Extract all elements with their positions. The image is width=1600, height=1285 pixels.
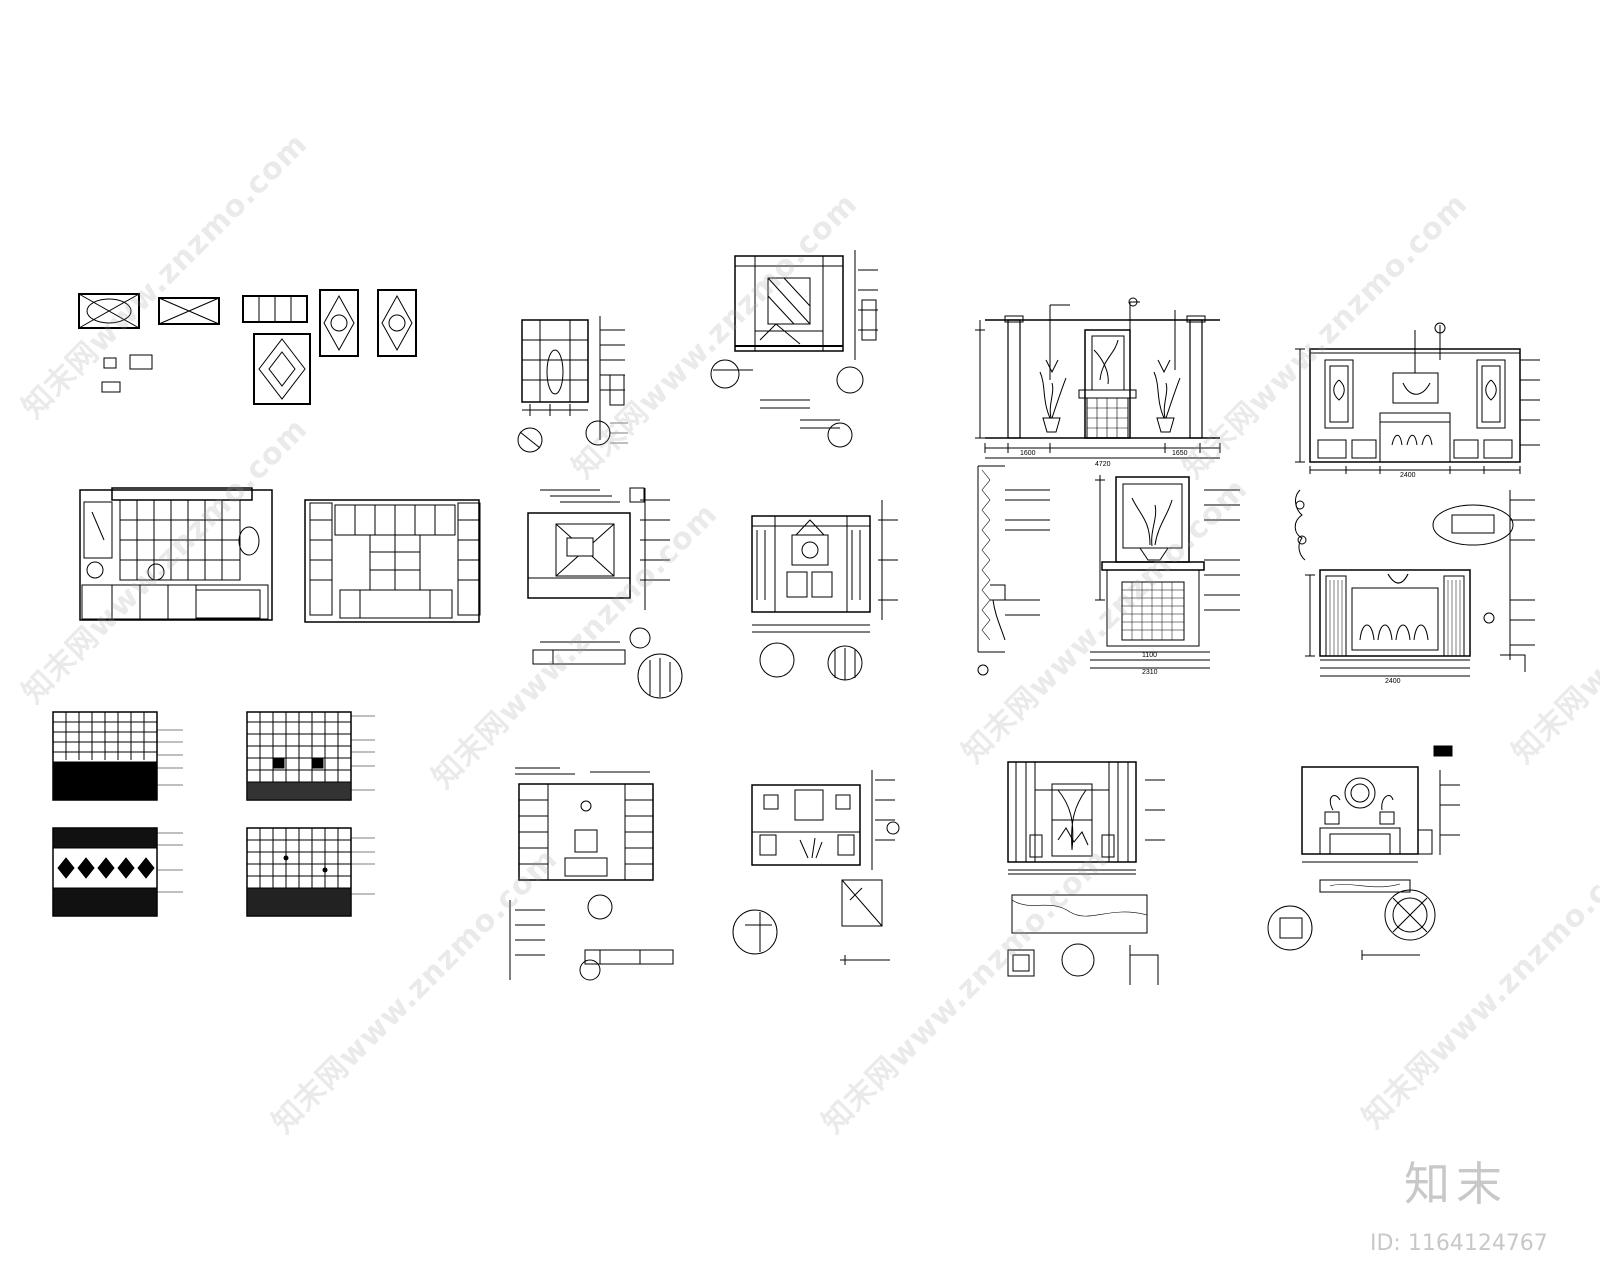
elevation-sheet-l <box>1267 745 1460 960</box>
cabinet-elevation-1 <box>79 487 273 621</box>
pattern-panel-group <box>78 289 417 405</box>
elevation-sheet-b <box>527 487 683 699</box>
elevation-sheet-c <box>509 767 674 981</box>
dim-label-2400-a: 2400 <box>1400 472 1416 479</box>
elevation-sheet-i <box>1007 761 1165 985</box>
elevation-sheet-k <box>1294 489 1535 677</box>
dim-label-1100: 1100 <box>1142 652 1157 659</box>
elevation-sheet-a <box>517 316 628 453</box>
elevation-sheet-f <box>732 770 900 965</box>
tile-grid-2 <box>246 711 375 801</box>
elevation-sheet-e <box>751 500 898 681</box>
dim-label-1600: 1600 <box>1020 450 1036 457</box>
image-id-label: ID: 1164124767 <box>1370 1231 1548 1256</box>
cabinet-elevation-2 <box>304 499 481 623</box>
dim-label-2400-b: 2400 <box>1385 678 1401 685</box>
tile-grid-3 <box>52 827 183 917</box>
dim-label-1650: 1650 <box>1172 450 1188 457</box>
brand-logo: 知末 <box>1404 1157 1508 1211</box>
elevation-sheet-h <box>977 465 1240 676</box>
dim-label-2310: 2310 <box>1142 669 1158 676</box>
dim-label-4720: 4720 <box>1095 461 1111 468</box>
elevation-sheet-j <box>1295 322 1540 474</box>
tile-grid-4 <box>246 827 375 917</box>
elevation-sheet-g <box>975 297 1221 459</box>
elevation-sheet-d <box>710 250 878 448</box>
tile-grid-1 <box>52 711 183 801</box>
